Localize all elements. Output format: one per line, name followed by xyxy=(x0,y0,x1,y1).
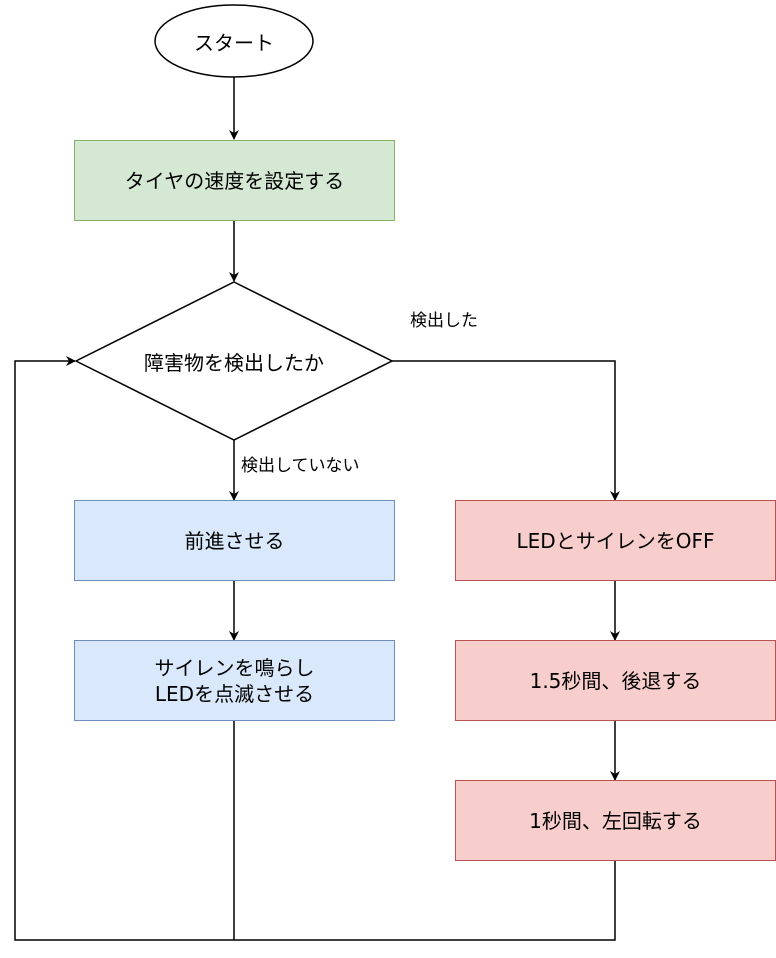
edge-turn-loop-back xyxy=(14,356,616,941)
start-terminal: スタート xyxy=(155,5,313,77)
edge-label-not-detected: 検出していない xyxy=(241,456,360,476)
turn-left-process: 1秒間、左回転する xyxy=(455,780,776,861)
set-speed-label: タイヤの速度を設定する xyxy=(124,168,345,193)
siren-led-label: サイレンを鳴らし LEDを点滅させる xyxy=(154,655,315,706)
led-siren-off-process: LEDとサイレンをOFF xyxy=(455,500,776,581)
led-siren-off-label: LEDとサイレンをOFF xyxy=(516,528,715,553)
start-label: スタート xyxy=(194,30,274,55)
set-speed-process: タイヤの速度を設定する xyxy=(74,140,395,221)
reverse-label: 1.5秒間、後退する xyxy=(529,668,702,693)
forward-process: 前進させる xyxy=(74,500,395,581)
siren-led-process: サイレンを鳴らし LEDを点滅させる xyxy=(74,640,395,721)
edge-label-detected: 検出した xyxy=(410,311,478,331)
turn-left-label: 1秒間、左回転する xyxy=(529,808,702,833)
obstacle-decision: 障害物を検出したか xyxy=(76,282,392,440)
forward-label: 前進させる xyxy=(184,528,285,553)
edge-decision-to-led-off xyxy=(392,360,620,501)
reverse-process: 1.5秒間、後退する xyxy=(455,640,776,721)
decision-label: 障害物を検出したか xyxy=(144,350,324,375)
